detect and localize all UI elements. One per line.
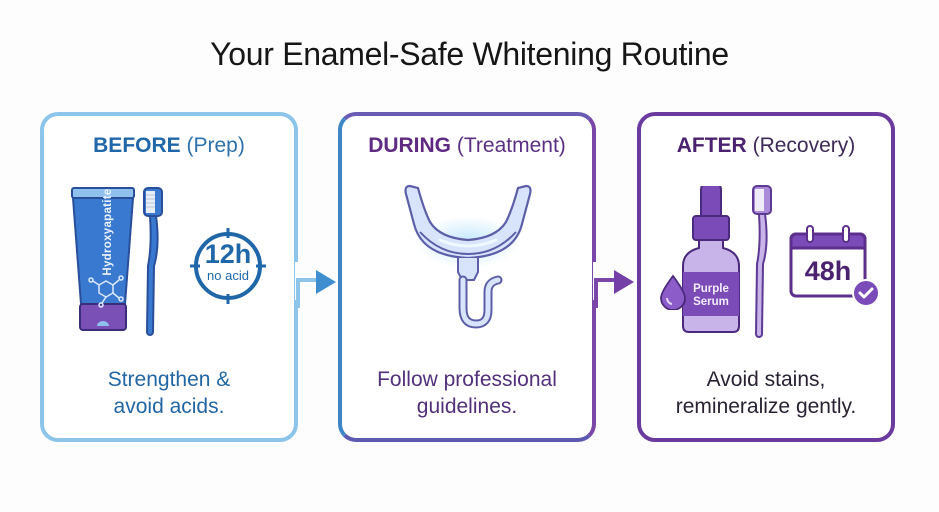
calendar-value: 48h	[804, 256, 852, 286]
timer-value: 12h	[204, 239, 252, 269]
phase-subtitle: (Recovery)	[752, 134, 856, 157]
page-title: Your Enamel-Safe Whitening Routine	[210, 36, 729, 72]
card-during-description: Follow professional guidelines.	[352, 366, 582, 420]
calendar-icon	[789, 225, 867, 298]
arrow-right-icon	[594, 270, 634, 308]
phase-label: AFTER	[676, 134, 747, 157]
description-line: Strengthen &	[107, 368, 231, 391]
card-after-heading: AFTER (Recovery)	[641, 134, 891, 158]
description-line: Avoid stains,	[706, 368, 826, 391]
description-line: remineralize gently.	[675, 395, 857, 418]
timer-caption: no acid	[207, 268, 249, 283]
serum-label-line: Purple	[693, 283, 729, 295]
card-before: BEFORE (Prep) Hydroxyapatite 12h no acid	[40, 112, 298, 442]
arrow-right-icon	[296, 270, 336, 308]
description-line: guidelines.	[416, 395, 518, 418]
card-before-heading: BEFORE (Prep)	[44, 134, 294, 158]
card-during: DURING (Treatment) Follow professional g…	[338, 112, 596, 442]
description-line: Follow professional	[377, 368, 557, 391]
timer-icon	[190, 228, 266, 304]
card-during-heading: DURING (Treatment)	[342, 134, 592, 158]
phase-label: BEFORE	[93, 134, 181, 157]
toothpaste-label: Hydroxyapatite	[102, 188, 114, 276]
droplet-icon	[660, 274, 686, 310]
toothpaste-tube-icon	[71, 187, 135, 331]
phase-subtitle: (Treatment)	[456, 134, 566, 157]
toothbrush-icon	[752, 185, 772, 338]
card-after: AFTER (Recovery) Purple Serum 48h Avoid …	[637, 112, 895, 442]
phase-subtitle: (Prep)	[186, 134, 245, 157]
serum-label: Purple Serum	[683, 283, 739, 309]
led-mouth-tray-icon	[404, 184, 532, 329]
serum-label-line: Serum	[693, 296, 729, 308]
description-line: avoid acids.	[113, 395, 225, 418]
check-badge-icon	[852, 279, 880, 307]
toothbrush-icon	[143, 187, 163, 336]
phase-label: DURING	[368, 134, 452, 157]
card-after-description: Avoid stains, remineralize gently.	[651, 366, 881, 420]
serum-bottle-icon	[667, 186, 740, 333]
card-before-description: Strengthen & avoid acids.	[54, 366, 284, 420]
